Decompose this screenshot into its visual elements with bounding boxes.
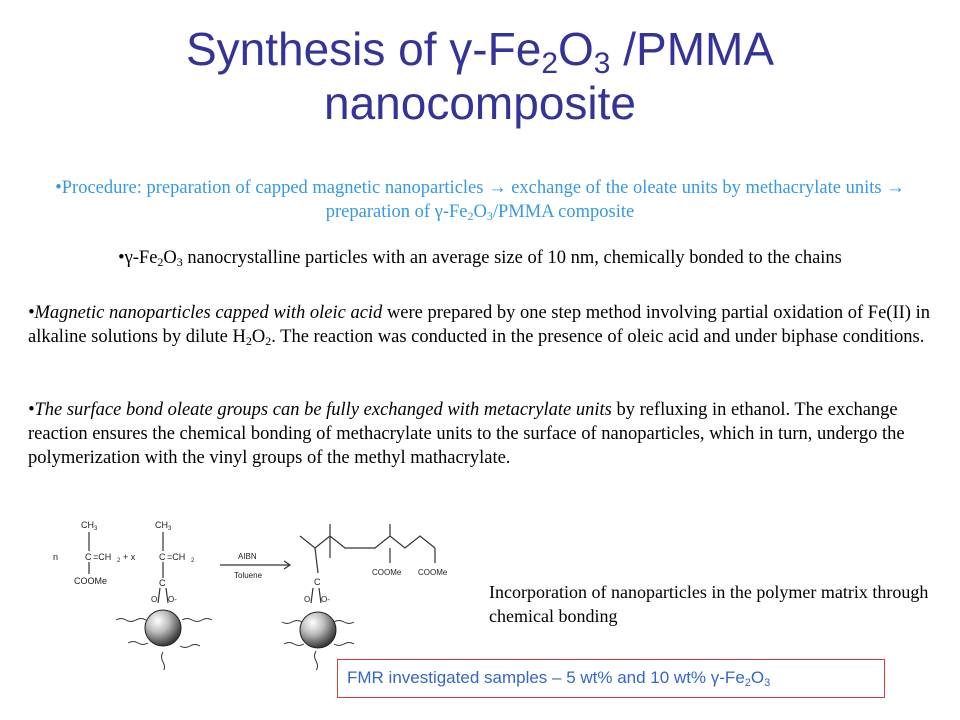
title-text: Synthesis of γ-Fe	[185, 23, 542, 75]
fmr-samples-box: FMR investigated samples – 5 wt% and 10 …	[337, 659, 885, 698]
chem-label: 2	[117, 558, 121, 564]
procedure-bullet: •Procedure: preparation of capped magnet…	[20, 176, 940, 224]
nanoparticle-sphere	[144, 609, 182, 647]
oleate-chains	[115, 618, 355, 670]
chem-label: =CH	[93, 552, 111, 562]
chem-label: AIBN	[238, 552, 257, 561]
title-subscript: 2	[541, 47, 558, 80]
chem-label: 3	[168, 526, 172, 532]
magnetic-text: O	[251, 327, 266, 347]
chem-label: COOMe	[372, 568, 402, 577]
chem-label: C	[159, 578, 166, 588]
procedure-subscript: 3	[486, 209, 493, 223]
procedure-text: O	[473, 202, 487, 222]
surface-italic-text: •The surface bond oleate groups can be f…	[28, 400, 612, 420]
magnetic-text: were prepared by one step method involvi…	[28, 303, 930, 347]
surface-exchange-bullet: •The surface bond oleate groups can be f…	[28, 398, 918, 470]
chem-label: O-	[321, 595, 330, 604]
fmr-text: O	[750, 668, 765, 687]
particles-text: nanocrystalline particles with an averag…	[182, 248, 842, 268]
magnetic-subscript: 2	[245, 334, 252, 348]
chem-label: O	[151, 595, 157, 604]
magnetic-text: . The reaction was conducted in the pres…	[271, 327, 925, 347]
chem-label: O-	[168, 595, 177, 604]
title-text: /PMMA	[610, 23, 775, 75]
chem-label: n	[53, 552, 58, 562]
chem-label: C	[159, 552, 166, 562]
nanoparticle-sphere	[299, 611, 337, 649]
title-text: O	[558, 23, 594, 75]
procedure-text: /PMMA composite	[492, 202, 635, 222]
title-subscript: 3	[593, 47, 611, 80]
surface-text: by refluxing in ethanol. The exchange re…	[28, 400, 905, 468]
chem-label: 3	[94, 526, 98, 532]
chem-label: COOMe	[74, 576, 107, 586]
procedure-subscript: 2	[467, 209, 474, 223]
chem-label: C	[314, 577, 321, 587]
particles-subscript: 3	[176, 255, 183, 269]
magnetic-nanoparticles-bullet: •Magnetic nanoparticles capped with olei…	[28, 301, 933, 349]
title-line2: nanocomposite	[324, 77, 636, 129]
particles-text: O	[163, 248, 177, 268]
magnetic-italic-text: •Magnetic nanoparticles capped with olei…	[28, 303, 383, 323]
chem-label: O	[304, 595, 310, 604]
reaction-scheme: CH 3 CH 3 n C =CH 2 + x C =CH 2 COOMe C …	[53, 520, 448, 670]
chem-label: + x	[123, 552, 136, 562]
chem-label: COOMe	[418, 568, 448, 577]
slide-title: Synthesis of γ-Fe2O3 /PMMA nanocomposite	[0, 22, 960, 130]
fmr-text: FMR investigated samples – 5 wt% and 10 …	[347, 668, 745, 687]
particles-text: •γ-Fe	[118, 248, 158, 268]
magnetic-subscript: 2	[265, 334, 272, 348]
chem-label: CH	[155, 520, 168, 530]
procedure-text: •Procedure: preparation of capped magnet…	[55, 178, 905, 222]
fmr-subscript: 2	[744, 677, 751, 689]
chem-label: C	[85, 552, 92, 562]
chem-label: =CH	[167, 552, 185, 562]
chem-label: CH	[81, 520, 94, 530]
chem-label: Toluene	[234, 571, 263, 580]
chem-label: 2	[191, 558, 195, 564]
figure-caption: Incorporation of nanoparticles in the po…	[489, 582, 929, 626]
fmr-subscript: 3	[764, 677, 771, 689]
particles-subscript: 2	[157, 255, 164, 269]
particles-bullet: •γ-Fe2O3 nanocrystalline particles with …	[20, 246, 940, 270]
